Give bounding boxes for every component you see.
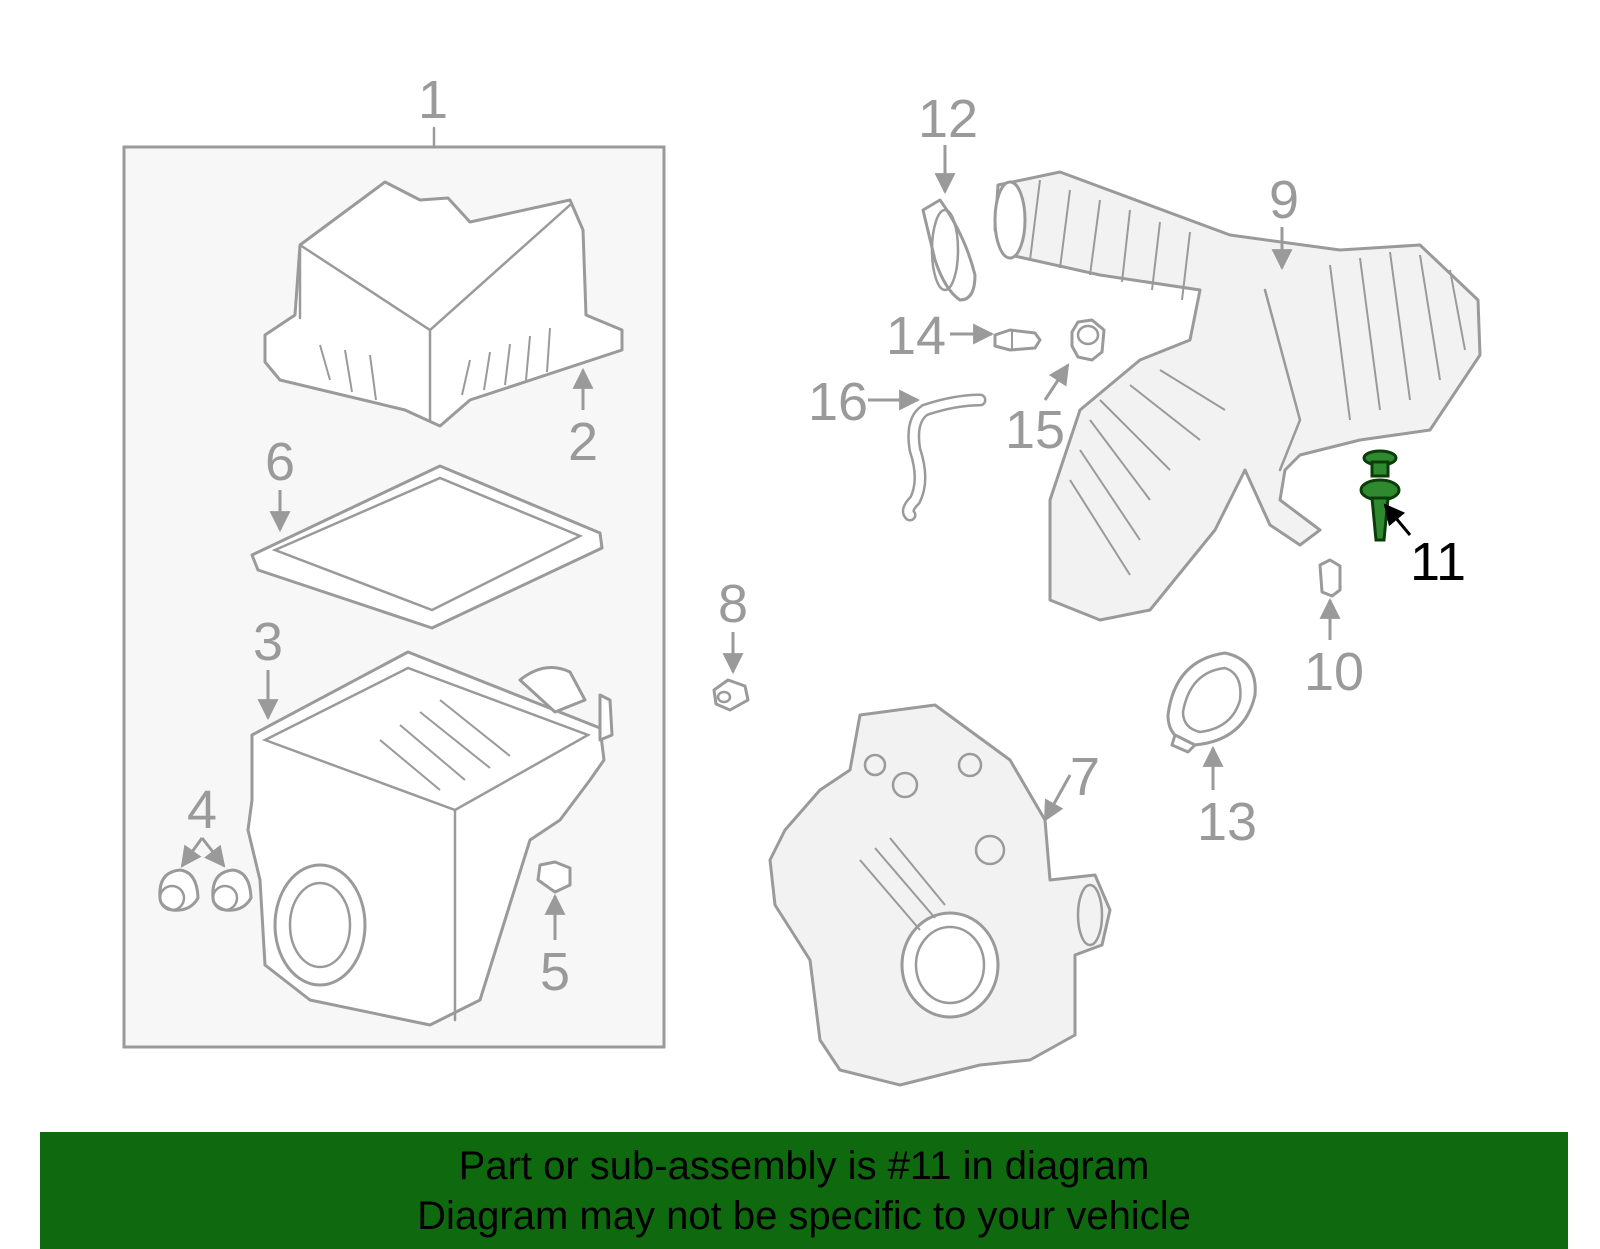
part-9-intake-duct[interactable]: [993, 170, 1482, 622]
part-5-grommet[interactable]: [536, 860, 572, 894]
part-14-pin[interactable]: [993, 328, 1042, 352]
part-3-air-cleaner-housing[interactable]: [246, 650, 614, 1027]
part-11-bolt[interactable]: [1359, 449, 1401, 542]
part-10-bushing[interactable]: [1318, 558, 1342, 598]
part-13-clamp[interactable]: [1166, 651, 1257, 754]
callout-2: 2: [568, 412, 598, 472]
leader-arrows: [180, 145, 1412, 940]
callout-7: 7: [1070, 747, 1100, 807]
callout-15: 15: [1005, 400, 1065, 460]
banner-line-disclaimer: Diagram may not be specific to your vehi…: [417, 1193, 1191, 1238]
callout-13: 13: [1197, 792, 1257, 852]
callout-1: 1: [418, 70, 448, 130]
callout-5: 5: [540, 942, 570, 1002]
callout-3: 3: [253, 612, 283, 672]
callout-4: 4: [187, 780, 217, 840]
part-12-clamp[interactable]: [921, 198, 977, 302]
part-8-nut[interactable]: [712, 678, 750, 712]
part-16-hose[interactable]: [901, 393, 987, 522]
callout-16: 16: [808, 372, 868, 432]
callout-6: 6: [265, 432, 295, 492]
part-6-filter-element[interactable]: [250, 464, 604, 630]
part-2-air-cleaner-cover[interactable]: [263, 180, 624, 428]
info-banner: Part or sub-assembly is #11 in diagram D…: [40, 1132, 1568, 1249]
callout-14: 14: [886, 306, 946, 366]
callout-11: 11: [1410, 532, 1466, 592]
callout-12: 12: [918, 89, 978, 149]
part-4-grommets[interactable]: [158, 868, 253, 912]
callout-9: 9: [1269, 170, 1299, 230]
callout-8: 8: [718, 574, 748, 634]
callout-10: 10: [1304, 642, 1364, 702]
part-15-grommet[interactable]: [1070, 318, 1106, 362]
parts-diagram: 1 2 6 3 4 5 8 7 12 9 14 15 16 11 10 13: [122, 70, 1482, 1087]
part-7-resonator[interactable]: [768, 703, 1112, 1087]
banner-line-part: Part or sub-assembly is #11 in diagram: [458, 1143, 1150, 1188]
